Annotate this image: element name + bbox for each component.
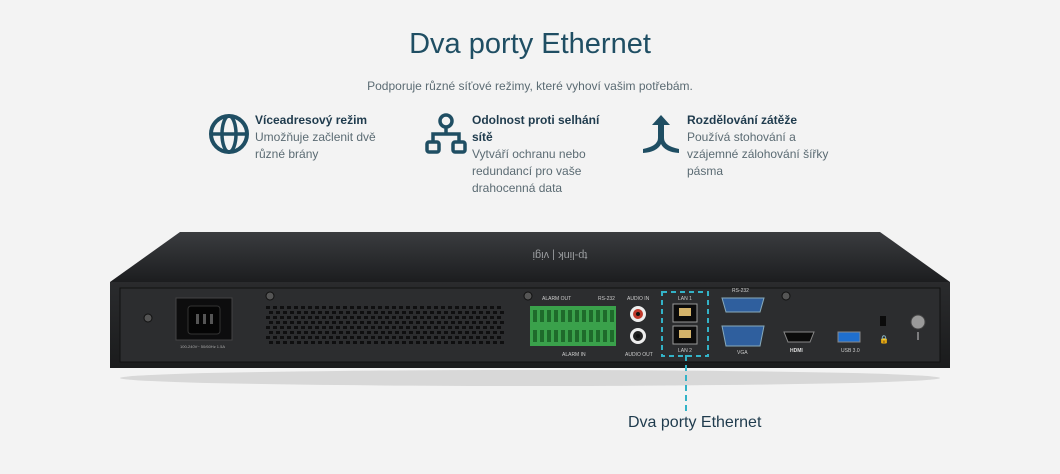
svg-text:🔒: 🔒	[879, 335, 889, 344]
page-title: Dva porty Ethernet	[409, 28, 651, 60]
svg-text:HDMI: HDMI	[790, 348, 803, 354]
svg-text:VGA: VGA	[737, 350, 748, 356]
callout-line	[685, 355, 687, 411]
svg-text:AUDIO IN: AUDIO IN	[627, 296, 650, 302]
lan-ports-highlight	[661, 291, 709, 357]
callout-label: Dva porty Ethernet	[628, 414, 762, 431]
svg-text:AUDIO OUT: AUDIO OUT	[625, 352, 653, 358]
feature-title: Rozdělování zátěže	[687, 113, 798, 127]
feature-description: Umožňuje začlenit dvě různé brány	[255, 130, 376, 161]
page-subtitle: Podporuje různé síťové režimy, které vyh…	[367, 79, 693, 93]
svg-text:ALARM OUT: ALARM OUT	[542, 296, 571, 302]
svg-text:LAN 1: LAN 1	[678, 296, 692, 302]
svg-text:USB 3.0: USB 3.0	[841, 348, 860, 354]
svg-text:LAN 2: LAN 2	[678, 348, 692, 354]
load-balancing-icon	[643, 115, 679, 153]
svg-text:100-240V~ 50/60Hz 1.5A: 100-240V~ 50/60Hz 1.5A	[180, 344, 225, 349]
svg-text:RS-232: RS-232	[598, 296, 615, 302]
feature-title: Odolnost proti selhání sítě	[472, 113, 600, 144]
brand-logo: tp-link | vigi	[533, 249, 588, 261]
feature-title: Víceadresový režim	[255, 113, 368, 127]
nvr-device-image: tp-link | vigi 100-240V~ 50/60Hz 1.5A AL…	[110, 232, 950, 386]
feature-description: Vytváří ochranu nebo redundancí pro vaše…	[472, 147, 586, 195]
failover-network-icon	[425, 113, 467, 154]
svg-text:ALARM IN: ALARM IN	[562, 352, 586, 358]
globe-icon	[209, 114, 249, 154]
svg-text:RS-232: RS-232	[732, 288, 749, 294]
feature-description: Používá stohování a vzájemné zálohování …	[687, 130, 829, 178]
